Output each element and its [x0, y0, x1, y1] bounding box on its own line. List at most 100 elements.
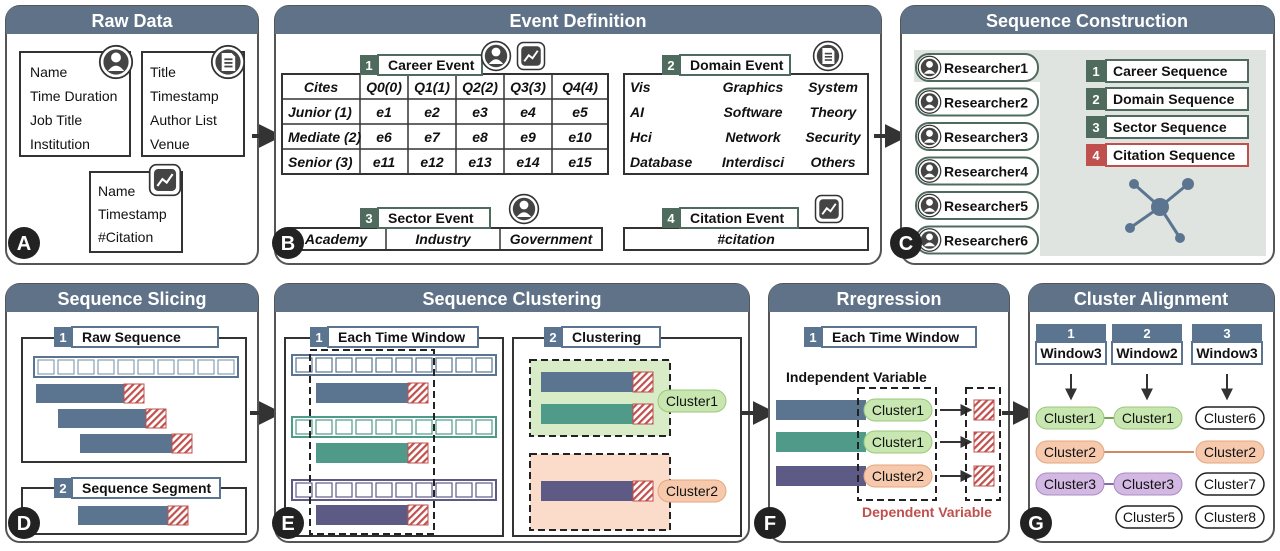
sequence-cell	[355, 482, 373, 498]
career-header-cell: Q0(0)	[366, 79, 402, 95]
career-row-label: Junior (1)	[288, 104, 352, 120]
researcher-name: Researcher2	[944, 95, 1028, 111]
career-event-cell: e2	[424, 104, 440, 120]
panel-title: Cluster Alignment	[1074, 289, 1228, 309]
cluster-pill: Cluster1	[872, 434, 924, 450]
field: Name	[30, 64, 68, 80]
svg-text:3: 3	[1092, 120, 1099, 135]
person-icon	[917, 124, 942, 149]
svg-text:B: B	[281, 233, 295, 255]
domain-cell: Vis	[630, 79, 651, 95]
domain-cell: Software	[723, 104, 782, 120]
field: Timestamp	[98, 206, 167, 222]
domain-cell: Others	[810, 154, 855, 170]
cluster-pill: Cluster2	[1204, 444, 1256, 460]
researcher-item: Researcher2	[915, 87, 1039, 117]
sequence-cell	[295, 357, 313, 373]
badge	[8, 227, 40, 259]
svg-text:1: 1	[1067, 326, 1074, 341]
researcher-item: Researcher6	[915, 225, 1039, 255]
field: Author List	[150, 112, 217, 128]
person-icon	[917, 55, 942, 80]
sequence-cell	[415, 482, 433, 498]
domain-cell: Network	[725, 129, 781, 145]
cluster-pill: Cluster6	[1204, 410, 1256, 426]
sequence-cell	[355, 419, 373, 435]
field: Name	[98, 183, 136, 199]
citation-event-label: Citation Event	[690, 210, 784, 226]
sequence-cell	[375, 357, 393, 373]
career-event-cell: e8	[472, 129, 488, 145]
career-header-cell: Q3(3)	[510, 79, 546, 95]
cluster-pill: Cluster1	[1122, 410, 1174, 426]
sequence-segment-label: Sequence Segment	[82, 480, 211, 496]
cluster-pill: Cluster2	[666, 483, 718, 499]
panel-sequence-construction: Sequence Construction Researcher1Researc…	[890, 5, 1275, 265]
researcher-item: Researcher5	[915, 191, 1039, 220]
citation-cell: #citation	[717, 231, 775, 247]
sequence-cell	[335, 482, 353, 498]
person-icon	[917, 90, 942, 114]
career-event-cell: e5	[572, 104, 588, 120]
sequence-cell	[157, 359, 175, 375]
sequence-cell	[435, 482, 453, 498]
time-window-label: Each Time Window	[832, 329, 959, 345]
svg-text:4: 4	[1092, 148, 1100, 163]
time-window-cells	[291, 354, 497, 501]
person-icon	[480, 40, 512, 72]
panel-title: Rregression	[836, 289, 941, 309]
document-icon	[210, 44, 246, 80]
sequence-cell	[177, 359, 195, 375]
person-icon	[917, 193, 942, 218]
raw-sequence-label: Raw Sequence	[82, 329, 181, 345]
sequence-cell	[315, 419, 333, 435]
domain-cell: Graphics	[723, 79, 784, 95]
sequence-cell	[137, 359, 155, 375]
panel-sequence-slicing: Sequence Slicing 1 Raw Sequence 2 Sequen…	[5, 283, 259, 543]
raw-sequence-cells	[33, 356, 239, 378]
sequence-cell	[77, 359, 95, 375]
domain-cell: Database	[630, 154, 692, 170]
career-header-cell: Q2(2)	[462, 79, 498, 95]
svg-text:1: 1	[315, 330, 322, 345]
sequence-cell	[57, 359, 75, 375]
career-header-cell: Q4(4)	[562, 79, 598, 95]
window-label: Window3	[1196, 345, 1258, 361]
svg-text:2: 2	[1143, 326, 1150, 341]
field: Title	[150, 64, 176, 80]
sequence-cell	[435, 419, 453, 435]
cluster-pill: Cluster1	[872, 402, 924, 418]
svg-text:3: 3	[1223, 326, 1230, 341]
independent-variable-label: Independent Variable	[786, 369, 927, 385]
career-event-label: Career Event	[388, 57, 475, 73]
panel-cluster-alignment: Cluster Alignment 1 Window3 2 Window2 3 …	[1020, 283, 1275, 543]
badge	[890, 227, 922, 259]
domain-cell: System	[808, 79, 858, 95]
panel-title: Event Definition	[509, 11, 646, 31]
career-event-cell: e7	[424, 129, 441, 145]
sector-cell: Academy	[304, 231, 368, 247]
badge	[272, 507, 304, 539]
sequence-cell	[315, 482, 333, 498]
sequence-label: Domain Sequence	[1113, 91, 1235, 107]
researcher-name: Researcher4	[944, 164, 1028, 180]
domain-event-label: Domain Event	[690, 57, 784, 73]
researcher-name: Researcher3	[944, 129, 1028, 145]
career-event-cell: e10	[568, 129, 592, 145]
svg-text:2: 2	[549, 330, 556, 345]
field: Venue	[150, 136, 190, 152]
career-event-cell: e12	[420, 154, 444, 170]
svg-text:E: E	[281, 513, 294, 535]
career-event-cell: e9	[520, 129, 536, 145]
window-label: Window2	[1116, 345, 1178, 361]
domain-cell: Hci	[630, 129, 653, 145]
panel-regression: Rregression 1 Each Time Window Independe…	[754, 283, 1010, 543]
sequence-cell	[97, 359, 115, 375]
